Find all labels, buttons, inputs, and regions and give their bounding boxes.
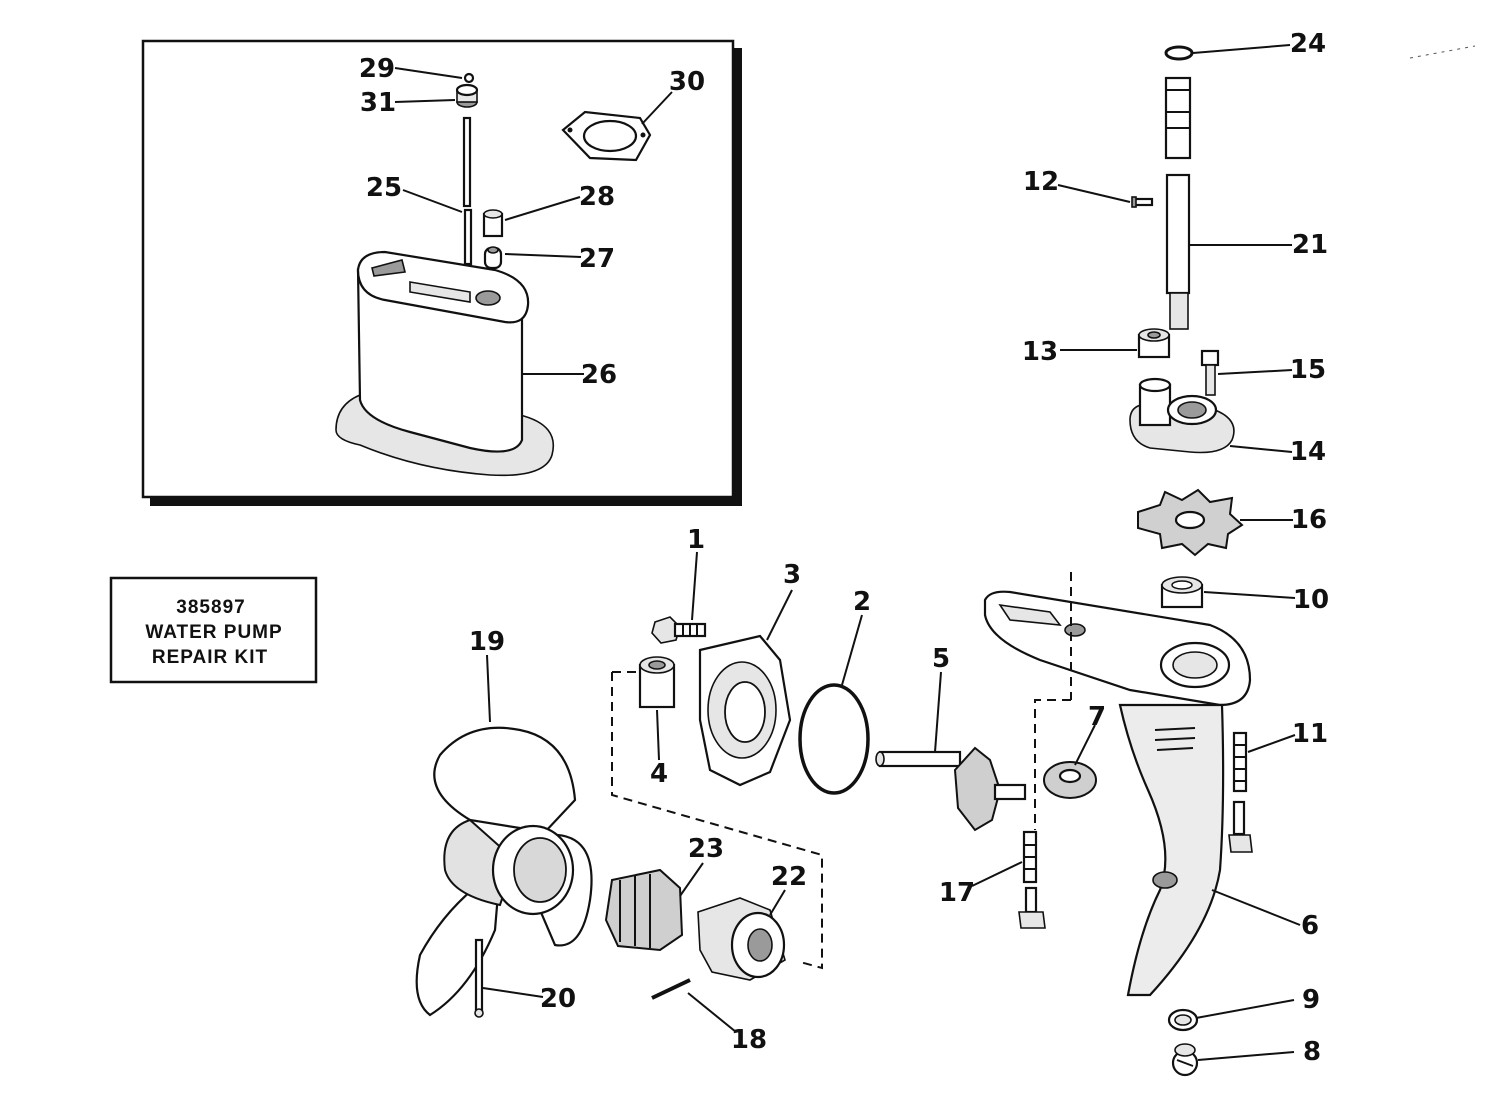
part-4-bushing <box>638 656 676 709</box>
callout-15: 15 <box>1290 355 1326 385</box>
scan-artifact <box>1409 45 1476 59</box>
part-30-gasket <box>561 110 652 162</box>
callout-8: 8 <box>1303 1037 1321 1067</box>
kit-title-line1: WATER PUMP <box>145 622 282 643</box>
part-9-washer <box>1167 1008 1199 1032</box>
callout-26: 26 <box>581 360 617 390</box>
callout-5: 5 <box>932 644 950 674</box>
callout-29: 29 <box>359 54 395 84</box>
part-22-bearing <box>697 897 786 981</box>
part-19-propeller <box>415 726 593 1017</box>
part-20-cotter-pin <box>474 938 484 1018</box>
part-29-ball <box>463 72 475 84</box>
part-7-pinion-gear <box>1043 761 1097 799</box>
callout-3: 3 <box>783 560 801 590</box>
kit-label-box: 385897 WATER PUMP REPAIR KIT <box>109 576 318 684</box>
part-5-propshaft-gear <box>875 746 1027 832</box>
callout-28: 28 <box>579 182 615 212</box>
callout-31: 31 <box>360 88 396 118</box>
callout-21: 21 <box>1292 230 1328 260</box>
part-1-bolt <box>651 616 707 644</box>
part-6-gearcase <box>983 590 1252 997</box>
callout-7: 7 <box>1088 702 1106 732</box>
callout-16: 16 <box>1291 505 1327 535</box>
part-12-pin <box>1131 196 1154 208</box>
kit-part-number: 385897 <box>176 597 245 618</box>
part-25-rod <box>462 116 473 266</box>
part-2-oring <box>798 683 870 795</box>
callout-11: 11 <box>1292 719 1328 749</box>
part-11-stud <box>1228 731 1253 853</box>
callout-24: 24 <box>1290 29 1326 59</box>
callout-22: 22 <box>771 862 807 892</box>
part-28-sleeve <box>482 209 504 238</box>
leader-lines <box>394 44 1301 1061</box>
callout-14: 14 <box>1290 437 1326 467</box>
callout-18: 18 <box>731 1025 767 1055</box>
part-16-impeller <box>1137 488 1244 557</box>
callout-4: 4 <box>650 759 668 789</box>
callout-20: 20 <box>540 984 576 1014</box>
callout-1: 1 <box>687 525 705 555</box>
callout-27: 27 <box>579 244 615 274</box>
part-3-bearing-housing <box>698 634 792 787</box>
part-15-screw <box>1200 349 1220 396</box>
callout-6: 6 <box>1301 911 1319 941</box>
callout-19: 19 <box>469 627 505 657</box>
callout-23: 23 <box>688 834 724 864</box>
part-18-pin <box>651 978 691 1000</box>
callout-labels: 29 31 25 28 27 30 26 24 12 21 13 15 14 1… <box>359 29 1329 1067</box>
axis-line-stud <box>1034 699 1071 830</box>
part-27-grommet <box>483 246 503 270</box>
part-23-clutch-dog <box>604 868 684 952</box>
part-8-plug <box>1171 1043 1199 1077</box>
part-14-pump-housing <box>1129 377 1235 454</box>
kit-bracket-line <box>611 672 823 970</box>
callout-13: 13 <box>1022 337 1058 367</box>
callout-12: 12 <box>1023 167 1059 197</box>
part-10-seal <box>1160 576 1204 609</box>
part-26-exhaust-housing <box>335 250 554 477</box>
part-17-stud <box>1018 830 1046 929</box>
callout-10: 10 <box>1293 585 1329 615</box>
part-13-bushing <box>1137 328 1171 359</box>
part-31-nut <box>455 83 479 108</box>
part-24-oring <box>1164 45 1194 61</box>
callout-2: 2 <box>853 587 871 617</box>
callout-17: 17 <box>939 878 975 908</box>
kit-title-line2: REPAIR KIT <box>152 647 268 668</box>
callout-25: 25 <box>366 173 402 203</box>
callout-9: 9 <box>1302 985 1320 1015</box>
part-21-driveshaft <box>1164 76 1192 330</box>
callout-30: 30 <box>669 67 705 97</box>
